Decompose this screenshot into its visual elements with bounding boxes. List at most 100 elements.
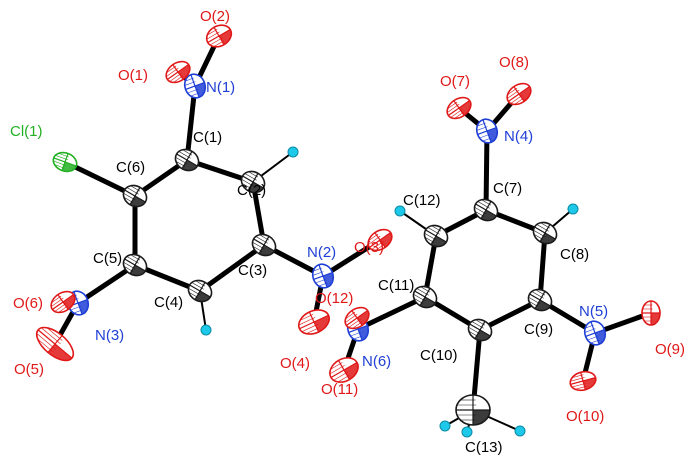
shaded-octant [420, 297, 436, 308]
hatch-line [244, 173, 257, 181]
hatch-line [241, 183, 252, 189]
hatch-line [476, 126, 488, 131]
atom-label-o1: O(1) [118, 67, 148, 84]
hatch-line [124, 258, 138, 267]
atom-label-c4: C(4) [154, 294, 183, 311]
shaded-octant [475, 330, 491, 341]
hatch-line [450, 108, 463, 118]
hatch-line [507, 87, 518, 95]
hatch-line [482, 137, 492, 142]
atom-label-c8: C(8) [560, 246, 589, 263]
hatch-line [169, 72, 182, 82]
atom-ellipse [514, 425, 526, 437]
hatch-line [534, 226, 548, 235]
hatch-line [571, 382, 587, 388]
atom-n5 [583, 320, 607, 346]
shaded-octant [651, 313, 660, 325]
hatch-line [123, 192, 136, 201]
shaded-octant [130, 265, 146, 276]
hatch-line [213, 40, 225, 47]
shaded-octant [459, 100, 471, 116]
hatch-line [252, 241, 265, 250]
hatch-line [301, 323, 319, 332]
hatch-line [53, 160, 67, 166]
hatch-line [514, 97, 525, 105]
hatch-line [185, 77, 194, 82]
atom-h12 [394, 205, 406, 217]
hatch-line [528, 301, 539, 307]
hatch-line [587, 335, 599, 341]
shaded-octant [583, 377, 596, 390]
hatch-line [126, 187, 139, 195]
atom-c11 [412, 285, 438, 309]
shaded-octant [431, 236, 447, 247]
atom-label-o5: O(5) [14, 361, 44, 378]
shaded-octant [182, 160, 198, 171]
hatch-line [424, 237, 435, 243]
atom-o10 [569, 370, 597, 392]
hatch-line [187, 88, 199, 94]
shaded-octant [487, 127, 498, 143]
hatch-line [508, 92, 522, 102]
atom-c8 [532, 221, 558, 245]
hatch-line [570, 380, 586, 385]
shaded-octant [380, 232, 392, 248]
atom-n1 [183, 73, 207, 99]
hatch-line [298, 317, 316, 326]
hatch-line [188, 292, 199, 298]
atom-h13a [439, 420, 451, 432]
hatch-line [58, 153, 69, 158]
hatch-line [468, 326, 481, 335]
atom-label-o8: O(8) [499, 54, 529, 71]
hatch-line [124, 189, 138, 198]
hatch-line [348, 318, 361, 328]
hatch-line [41, 327, 61, 345]
shaded-octant [344, 362, 359, 380]
hatch-line [369, 238, 383, 248]
hatch-line [73, 309, 83, 314]
hatch-line [259, 234, 270, 241]
hatch-line [58, 305, 69, 313]
bond-C1-N1 [184, 83, 198, 163]
hatch-line [427, 227, 440, 235]
atom-label-o3: O(3) [354, 239, 384, 256]
hatch-line [454, 111, 465, 119]
atom-label-o6: O(6) [13, 295, 43, 312]
atom-label-c1: C(1) [193, 129, 222, 146]
hatch-line [584, 328, 596, 333]
hatch-line [130, 254, 141, 261]
hatch-line [447, 103, 460, 113]
hatch-line [345, 313, 358, 323]
hatch-line [195, 280, 206, 287]
hatch-line [248, 171, 259, 178]
hatch-line [318, 282, 328, 287]
hatch-line [346, 316, 360, 326]
atom-ellipse [439, 420, 451, 432]
atom-ellipse [461, 426, 473, 438]
atom-label-c2: C(2) [237, 182, 266, 199]
hatch-line [431, 225, 442, 232]
hatch-line [182, 149, 193, 156]
atom-o6 [50, 290, 76, 314]
shaded-octant [535, 300, 551, 311]
atom-cl1 [52, 151, 78, 173]
atom-h4 [200, 324, 212, 336]
atom-c2 [240, 170, 266, 194]
hatch-line [329, 365, 345, 375]
hatch-line [371, 240, 384, 250]
hatch-line [413, 298, 424, 304]
hatch-line [575, 386, 587, 390]
hatch-line [185, 85, 197, 90]
atom-label-o10: O(10) [566, 408, 604, 425]
hatch-line [37, 329, 59, 348]
hatch-line [510, 94, 523, 104]
shaded-octant [178, 64, 190, 80]
atom-label-cl1: Cl(1) [10, 123, 43, 140]
hatch-line [474, 211, 485, 217]
shaded-octant [473, 410, 490, 425]
hatch-line [53, 157, 68, 164]
atom-o1 [165, 60, 191, 84]
hatch-line [350, 331, 362, 337]
shaded-octant [219, 29, 232, 45]
